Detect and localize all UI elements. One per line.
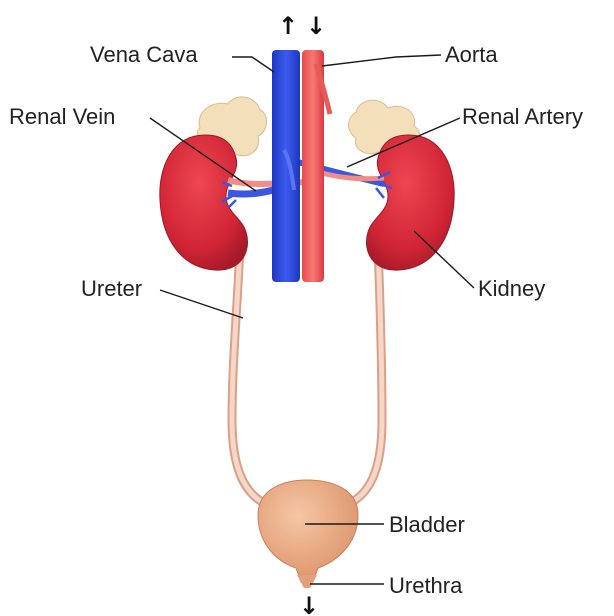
vena-cava-up-arrow: ↑ [278,12,298,40]
kidney-label: Kidney [478,276,545,301]
renal-artery-label: Renal Artery [462,104,583,129]
vena-cava-leader [232,57,274,72]
aorta-leader [322,55,441,66]
bladder-label: Bladder [389,512,465,537]
vena-cava-label: Vena Cava [90,42,198,67]
urethra-down-arrow: ↓ [299,592,319,616]
urethra-shape [297,575,317,588]
ureter-leader [160,290,243,318]
right-kidney [366,135,454,270]
renal-vein-label: Renal Vein [9,104,115,129]
aorta-down-arrow: ↓ [306,12,326,40]
aorta-label: Aorta [445,42,498,67]
bladder-shape [258,480,358,582]
vena-cava-vessel [272,50,300,282]
ureter-label: Ureter [81,276,142,301]
urethra-label: Urethra [389,573,463,598]
